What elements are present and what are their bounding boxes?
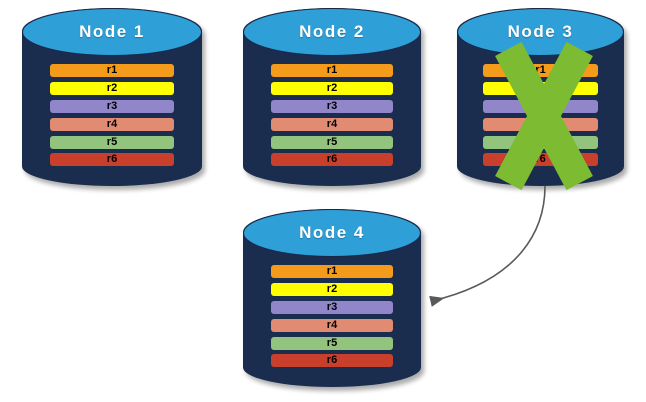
node-1-row-r1[interactable]: r1	[49, 64, 175, 78]
node-3-row-r6[interactable]: r6	[482, 153, 599, 167]
node-2[interactable]: Node 2 r1 r2 r3 r4 r5 r6	[243, 8, 421, 186]
node-1-row-r2[interactable]: r2	[49, 81, 175, 95]
node-2-row-r1[interactable]: r1	[270, 64, 394, 78]
node-1-row-r4[interactable]: r4	[49, 117, 175, 131]
node-4-cylinder-top	[243, 209, 421, 258]
node-2-row-r2[interactable]: r2	[270, 81, 394, 95]
node-4-row-r5[interactable]: r5	[270, 336, 394, 350]
node-2-row-r3[interactable]: r3	[270, 99, 394, 113]
node-2-row-r5[interactable]: r5	[270, 135, 394, 149]
node-4-row-r6[interactable]: r6	[270, 354, 394, 368]
node-2-row-r4[interactable]: r4	[270, 117, 394, 131]
node-4-row-r2[interactable]: r2	[270, 282, 394, 296]
node-1[interactable]: Node 1 r1 r2 r3 r4 r5 r6	[22, 8, 202, 186]
node-4-row-r1[interactable]: r1	[270, 265, 394, 279]
node-2-rows: r1 r2 r3 r4 r5 r6	[270, 64, 394, 167]
node-1-cylinder-top	[22, 8, 202, 57]
node-1-rows: r1 r2 r3 r4 r5 r6	[49, 64, 175, 167]
node-3-cylinder-top	[457, 8, 624, 57]
node-2-cylinder-top	[243, 8, 421, 57]
node-1-row-r6[interactable]: r6	[49, 153, 175, 167]
node-4-row-r4[interactable]: r4	[270, 318, 394, 332]
node-3-row-r4[interactable]: r4	[482, 117, 599, 131]
node-4-row-r3[interactable]: r3	[270, 300, 394, 314]
node-1-row-r3[interactable]: r3	[49, 99, 175, 113]
node-4-rows: r1 r2 r3 r4 r5 r6	[270, 265, 394, 368]
node-1-row-r5[interactable]: r5	[49, 135, 175, 149]
node-2-row-r6[interactable]: r6	[270, 153, 394, 167]
node-3-row-r3[interactable]: r3	[482, 99, 599, 113]
node-3-rows: r1 r2 r3 r4 r5 r6	[482, 64, 599, 167]
node-4[interactable]: Node 4 r1 r2 r3 r4 r5 r6	[243, 209, 421, 387]
node-3-row-r2[interactable]: r2	[482, 81, 599, 95]
replication-arrow-path	[429, 185, 546, 307]
node-3[interactable]: Node 3 r1 r2 r3 r4 r5 r6	[457, 8, 624, 186]
node-3-row-r5[interactable]: r5	[482, 135, 599, 149]
node-3-row-r1[interactable]: r1	[482, 64, 599, 78]
